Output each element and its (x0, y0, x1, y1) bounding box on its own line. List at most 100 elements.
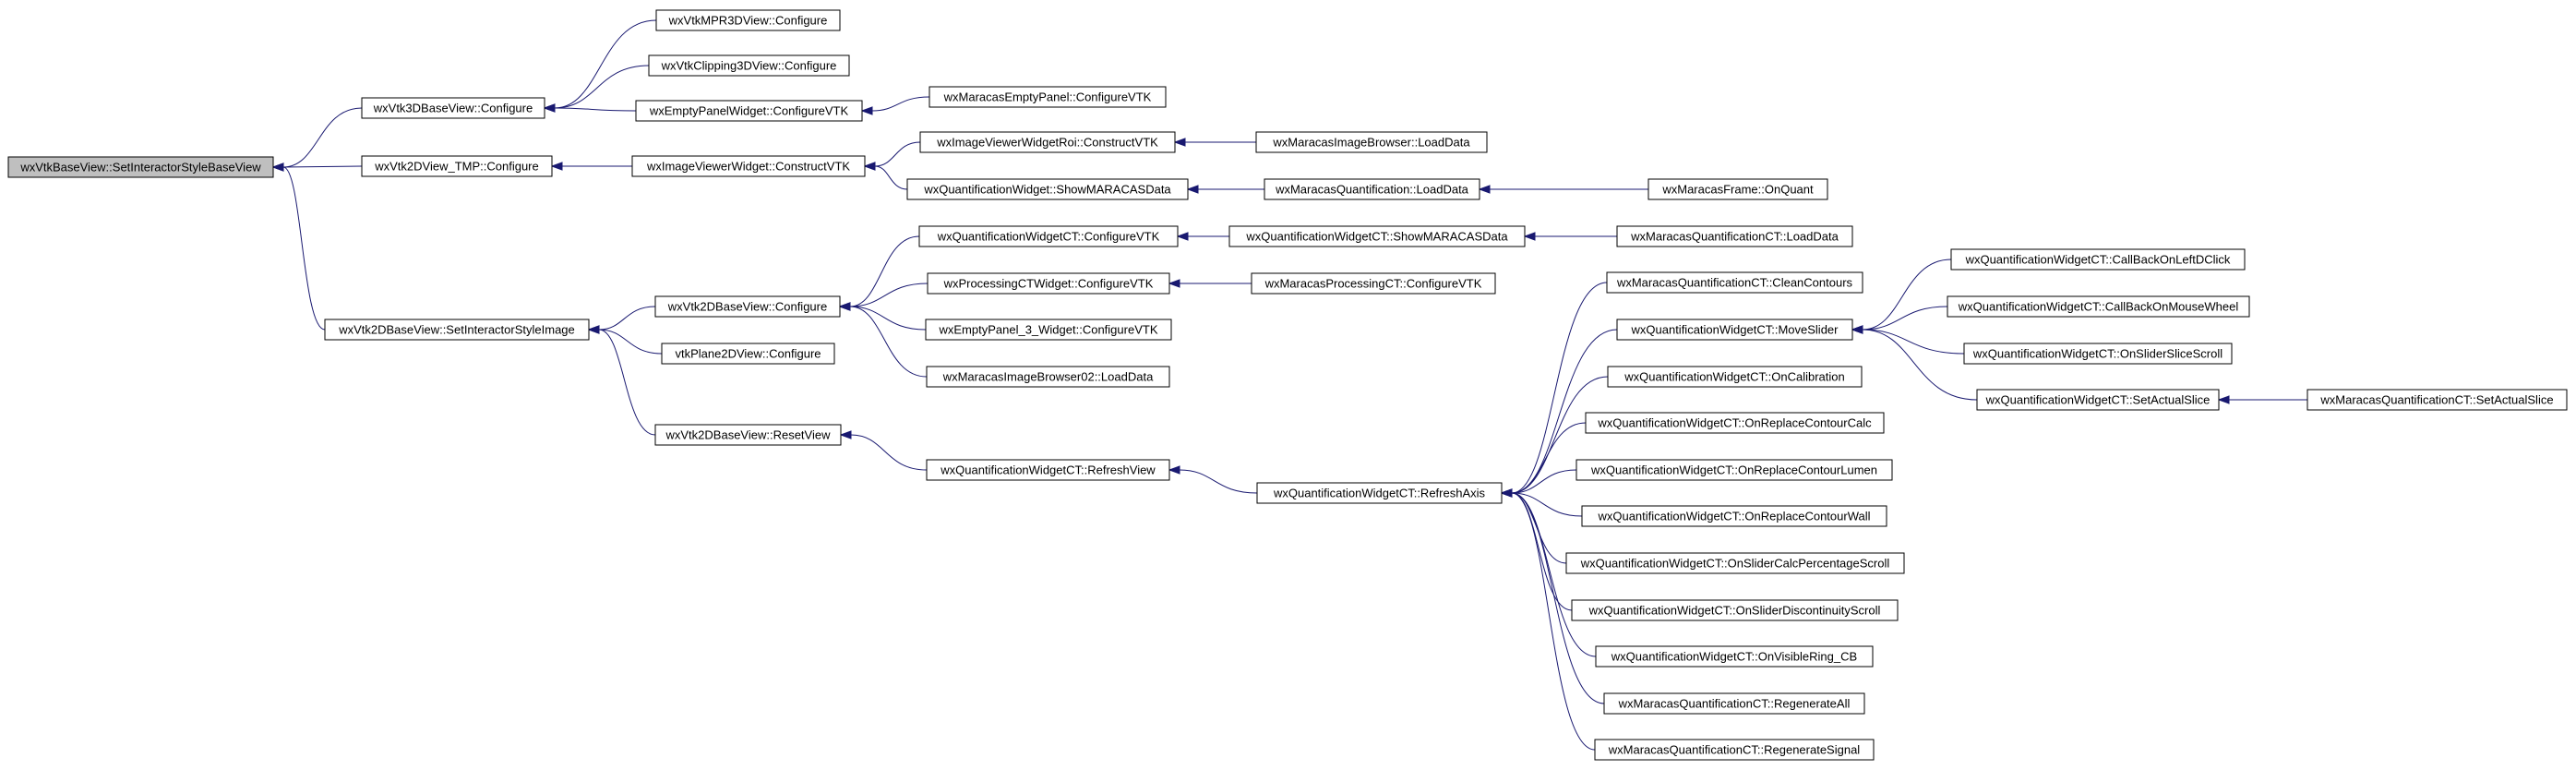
node-emptypanel3-configurevtk[interactable]: wxEmptyPanel_3_Widget::ConfigureVTK (925, 319, 1172, 341)
node-label: wxQuantificationWidgetCT::CallBackOnLeft… (1965, 253, 2231, 267)
edge-arrowhead (1500, 488, 1513, 498)
node-label: wxQuantificationWidgetCT::ShowMARACASDat… (1245, 230, 1508, 244)
edge-line (282, 165, 363, 168)
node-label: wxMaracasQuantificationCT::RegenerateSig… (1608, 743, 1861, 757)
node-label: wxMaracasQuantificationCT::SetActualSlic… (2319, 393, 2553, 407)
node-box (361, 155, 553, 177)
node-box (1594, 739, 1875, 761)
edge-line (598, 329, 656, 436)
node-maracasquantct-load[interactable]: wxMaracasQuantificationCT::LoadData (1616, 225, 1853, 247)
node-box (1581, 505, 1887, 527)
node-label: wxQuantificationWidgetCT::OnSliderSliceS… (1972, 347, 2223, 361)
node-quantct-onreplacecalc[interactable]: wxQuantificationWidgetCT::OnReplaceConto… (1585, 412, 1885, 434)
node-box (1616, 225, 1853, 247)
node-box (631, 155, 866, 177)
node-maracasprocessingct-configurevtk[interactable]: wxMaracasProcessingCT::ConfigureVTK (1251, 272, 1496, 295)
node-quantct-onsliderdisc[interactable]: wxQuantificationWidgetCT::OnSliderDiscon… (1571, 599, 1899, 621)
node-quantct-onvisiblering[interactable]: wxQuantificationWidgetCT::OnVisibleRing_… (1595, 645, 1874, 668)
node-quantct-onsliderslice[interactable]: wxQuantificationWidgetCT::OnSliderSliceS… (1963, 343, 2233, 365)
node-mqct-regeneratesignal[interactable]: wxMaracasQuantificationCT::RegenerateSig… (1594, 739, 1875, 761)
node-maracasimagebrowser-load[interactable]: wxMaracasImageBrowser::LoadData (1255, 131, 1488, 153)
node-quantct-callbackleftdclick[interactable]: wxQuantificationWidgetCT::CallBackOnLeft… (1950, 248, 2246, 271)
node-box (1571, 599, 1899, 621)
node-label: wxQuantificationWidgetCT::ConfigureVTK (937, 230, 1160, 244)
node-box (929, 86, 1167, 108)
node-maracasimagebrowser02-load[interactable]: wxMaracasImageBrowser02::LoadData (926, 366, 1170, 388)
node-quantwidget-show[interactable]: wxQuantificationWidget::ShowMARACASData (906, 178, 1189, 200)
node-vtk2d-resetview[interactable]: wxVtk2DBaseView::ResetView (654, 424, 842, 446)
node-quantct-onslidercalc[interactable]: wxQuantificationWidgetCT::OnSliderCalcPe… (1565, 552, 1905, 574)
node-maracasemptypanel-configurevtk[interactable]: wxMaracasEmptyPanel::ConfigureVTK (929, 86, 1167, 108)
node-box (361, 97, 545, 119)
edge-line (1511, 492, 1573, 611)
node-box (919, 131, 1176, 153)
node-label: wxVtk2DBaseView::ResetView (665, 428, 832, 442)
node-quantct-onreplacewall[interactable]: wxQuantificationWidgetCT::OnReplaceConto… (1581, 505, 1887, 527)
node-box (1606, 271, 1863, 294)
edge-arrowhead (1173, 138, 1186, 147)
node-label: wxQuantificationWidgetCT::CallBackOnMous… (1958, 300, 2239, 314)
node-label: wxVtk2DBaseView::SetInteractorStyleImage (338, 323, 575, 337)
node-box (1595, 645, 1874, 668)
node-label: wxEmptyPanelWidget::ConfigureVTK (649, 104, 849, 118)
node-quantct-callbackmousewheel[interactable]: wxQuantificationWidgetCT::CallBackOnMous… (1947, 295, 2250, 318)
node-mqct-regenerateall[interactable]: wxMaracasQuantificationCT::RegenerateAll (1603, 692, 1865, 715)
edge-arrowhead (839, 430, 852, 439)
node-mqct-cleancontours[interactable]: wxMaracasQuantificationCT::CleanContours (1606, 271, 1863, 294)
node-quantct-onreplacelumen[interactable]: wxQuantificationWidgetCT::OnReplaceConto… (1576, 459, 1893, 481)
edge-line (849, 306, 927, 331)
node-label: wxMaracasImageBrowser::LoadData (1272, 136, 1470, 150)
node-label: wxQuantificationWidgetCT::RefreshAxis (1273, 487, 1486, 500)
node-box (1251, 272, 1496, 295)
node-quantct-refreshaxis[interactable]: wxQuantificationWidgetCT::RefreshAxis (1256, 482, 1503, 504)
edge-arrowhead (1523, 232, 1536, 241)
node-imageviewerroi-construct[interactable]: wxImageViewerWidgetRoi::ConstructVTK (919, 131, 1176, 153)
call-graph-nodes: wxVtkBaseView::SetInteractorStyleBaseVie… (7, 9, 2568, 761)
edge-mqct-regeneratesignal-to-quantct-refreshaxis (1500, 488, 1596, 751)
node-vtk2d-setstyle[interactable]: wxVtk2DBaseView::SetInteractorStyleImage (324, 319, 590, 341)
node-mpr3d-configure[interactable]: wxVtkMPR3DView::Configure (655, 9, 841, 31)
node-imageviewer-construct[interactable]: wxImageViewerWidget::ConstructVTK (631, 155, 866, 177)
node-maracasframe-onquant[interactable]: wxMaracasFrame::OnQuant (1647, 178, 1828, 200)
edge-line (554, 107, 637, 112)
node-root[interactable]: wxVtkBaseView::SetInteractorStyleBaseVie… (7, 156, 274, 178)
node-quantct-oncalibration[interactable]: wxQuantificationWidgetCT::OnCalibration (1607, 366, 1863, 388)
node-quantct-refreshview[interactable]: wxQuantificationWidgetCT::RefreshView (926, 459, 1170, 481)
edge-arrowhead (860, 106, 873, 115)
node-vtk2dtmp-configure[interactable]: wxVtk2DView_TMP::Configure (361, 155, 553, 177)
node-vtkplane2d-configure[interactable]: vtkPlane2DView::Configure (661, 343, 835, 365)
node-emptypanelwidget-configurevtk[interactable]: wxEmptyPanelWidget::ConfigureVTK (635, 100, 863, 122)
node-processingct-configurevtk[interactable]: wxProcessingCTWidget::ConfigureVTK (927, 272, 1170, 295)
node-clipping3d-configure[interactable]: wxVtkClipping3DView::Configure (648, 54, 850, 77)
node-mqct-setactualslice[interactable]: wxMaracasQuantificationCT::SetActualSlic… (2306, 389, 2568, 411)
node-quantct-moveslider[interactable]: wxQuantificationWidgetCT::MoveSlider (1616, 319, 1853, 341)
edge-maracasquant-load-to-quantwidget-show (1186, 185, 1264, 194)
edge-line (849, 283, 929, 307)
node-maracasquant-load[interactable]: wxMaracasQuantification::LoadData (1264, 178, 1480, 200)
edge-vtk2dtmp-configure-to-root (271, 162, 363, 172)
node-vtk3d-configure[interactable]: wxVtk3DBaseView::Configure (361, 97, 545, 119)
node-box (1647, 178, 1828, 200)
node-box (918, 225, 1179, 247)
node-label: wxProcessingCTWidget::ConfigureVTK (943, 277, 1154, 291)
node-label: wxVtk2DView_TMP::Configure (374, 160, 539, 174)
edge-line (874, 165, 908, 190)
node-quantct-show[interactable]: wxQuantificationWidgetCT::ShowMARACASDat… (1228, 225, 1526, 247)
edge-quantct-refreshaxis-to-quantct-refreshview (1168, 465, 1258, 494)
edge-line (1511, 469, 1577, 494)
node-quantct-setactualslice[interactable]: wxQuantificationWidgetCT::SetActualSlice (1976, 389, 2220, 411)
edge-vtk2d-setstyle-to-root (271, 162, 326, 331)
node-label: wxMaracasFrame::OnQuant (1661, 183, 1814, 197)
edge-line (849, 306, 928, 378)
node-vtk2d-configure[interactable]: wxVtk2DBaseView::Configure (654, 295, 841, 318)
node-label: wxMaracasProcessingCT::ConfigureVTK (1264, 277, 1482, 291)
edge-quantct-refreshview-to-vtk2d-resetview (839, 430, 928, 471)
node-quantct-configurevtk[interactable]: wxQuantificationWidgetCT::ConfigureVTK (918, 225, 1179, 247)
edge-arrowhead (271, 162, 284, 172)
node-box (1603, 692, 1865, 715)
edge-line (598, 329, 663, 355)
edge-maracasquantct-load-to-quantct-show (1523, 232, 1617, 241)
node-box (1255, 131, 1488, 153)
node-label: wxQuantificationWidgetCT::OnVisibleRing_… (1611, 650, 1857, 664)
